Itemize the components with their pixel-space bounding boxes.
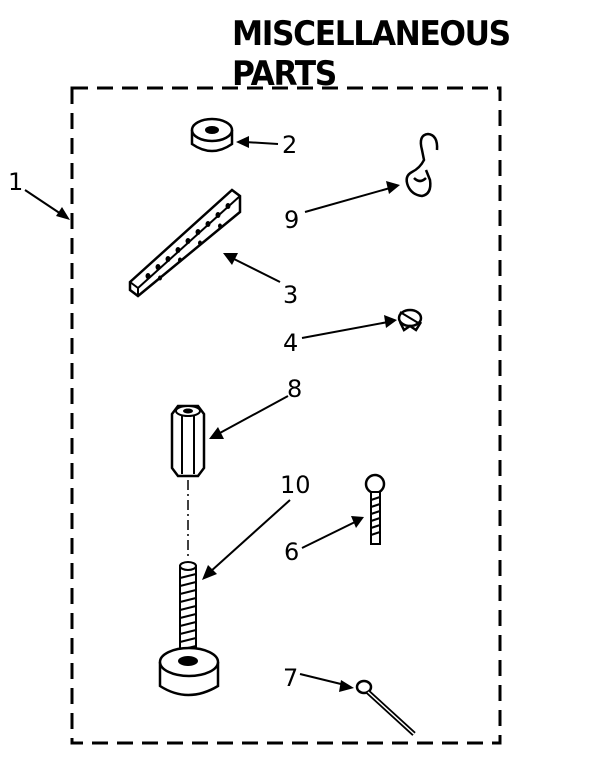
coupling-nut-part [170,404,206,478]
callout-6: 6 [284,516,364,566]
callout-7: 7 [283,664,354,692]
hook-part [405,132,439,198]
callout-9-label: 9 [284,206,299,234]
leveling-leg-part [158,561,220,697]
perforated-strap-part [128,188,242,298]
callout-8-label: 8 [287,375,302,403]
callout-6-label: 6 [284,538,299,566]
clip-part [397,308,423,332]
callout-9: 9 [284,181,400,234]
callout-2: 2 [236,131,297,159]
kit-boundary [70,86,502,745]
callout-4-label: 4 [283,329,298,357]
callout-2-label: 2 [282,131,297,159]
pin-part [355,679,416,736]
callout-3-label: 3 [283,281,298,309]
callout-10: 10 [202,471,311,580]
screw-part [364,473,386,545]
callout-1-label: 1 [8,168,23,196]
callout-10-label: 10 [280,471,311,499]
callout-1: 1 [8,168,70,220]
callout-8: 8 [209,375,302,439]
grommet-part [190,117,234,153]
callout-7-label: 7 [283,664,298,692]
callout-4: 4 [283,315,397,357]
callout-3: 3 [223,253,298,309]
page-title: MISCELLANEOUS PARTS [232,14,511,94]
